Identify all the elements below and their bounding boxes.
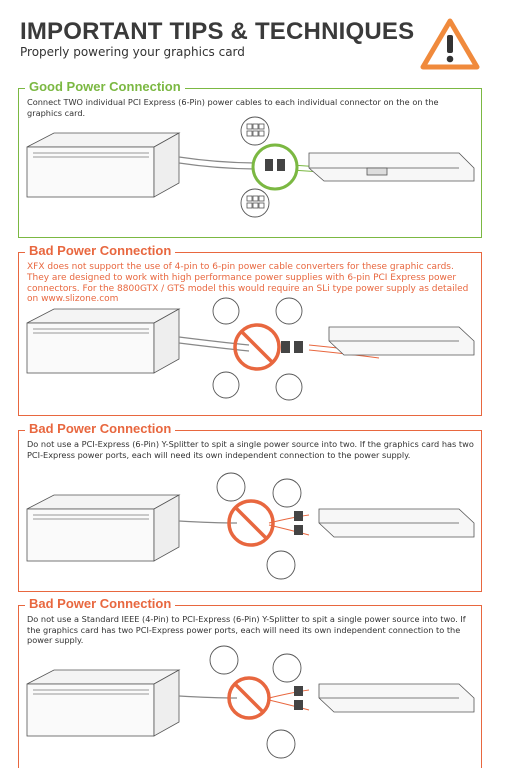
bad-connection-section-y-splitter: Bad Power Connection Do not use a PCI-Ex… [18,421,482,592]
section-title: Good Power Connection [25,79,185,94]
bad-connection-section-ieee-splitter: Bad Power Connection Do not use a Standa… [18,596,482,768]
no-sign-icon [227,676,271,720]
page-title: IMPORTANT TIPS & TECHNIQUES [20,18,415,45]
graphics-card [308,152,475,182]
good-connection-section: Good Power Connection Connect TWO indivi… [18,79,482,238]
section-text: Connect TWO individual PCI Express (6-Pi… [27,97,439,118]
converter-diagram [26,297,475,401]
warning-triangle-icon [420,18,480,70]
page-subtitle: Properly powering your graphics card [20,45,245,59]
y-splitter-diagram [26,472,475,580]
bad-connection-section-converter: Bad Power Connection XFX does not suppor… [18,243,482,416]
no-sign-icon [227,499,275,547]
connection-zoom-circle [251,143,299,191]
power-supply-unit [26,132,181,198]
section-title: Bad Power Connection [25,421,176,436]
good-connection-diagram [26,116,475,218]
section-title: Bad Power Connection [25,243,176,258]
section-title: Bad Power Connection [25,596,176,611]
no-sign-icon [233,323,281,371]
section-text: XFX does not support the use of 4-pin to… [27,262,469,305]
ieee-splitter-diagram [26,645,475,759]
section-text: Do not use a PCI-Express (6-Pin) Y-Split… [27,439,474,460]
section-text: Do not use a Standard IEEE (4-Pin) to PC… [27,614,466,646]
